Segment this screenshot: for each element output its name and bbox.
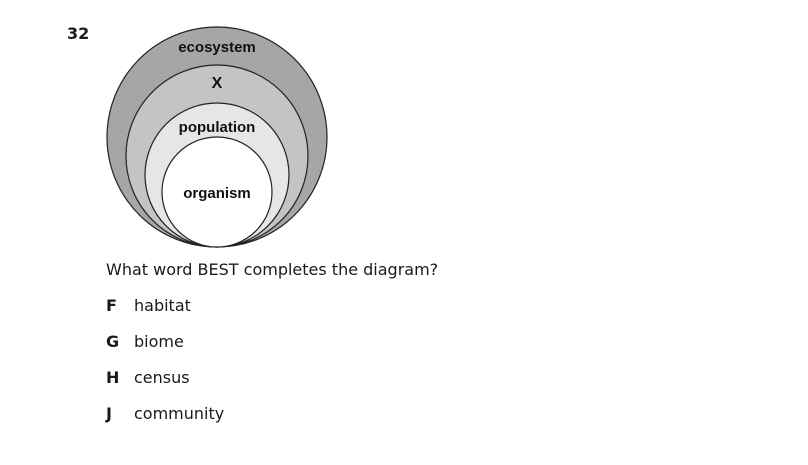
x-label: X xyxy=(212,75,223,92)
organism-label: organism xyxy=(183,185,251,202)
choice-text: biome xyxy=(134,332,184,351)
choice-letter: J xyxy=(106,404,112,423)
choice-j[interactable]: J community xyxy=(106,404,224,423)
organism-circle xyxy=(161,136,273,248)
population-label: population xyxy=(179,119,256,136)
question-stem: What word BEST completes the diagram? xyxy=(106,260,439,279)
choice-g[interactable]: G biome xyxy=(106,332,184,351)
ecosystem-label: ecosystem xyxy=(178,39,256,56)
choice-text: habitat xyxy=(134,296,191,315)
choice-letter: H xyxy=(106,368,120,387)
choice-text: census xyxy=(134,368,190,387)
question-number: 32 xyxy=(67,24,90,43)
choice-h[interactable]: H census xyxy=(106,368,190,387)
choice-f[interactable]: F habitat xyxy=(106,296,191,315)
choice-letter: G xyxy=(106,332,120,351)
choice-letter: F xyxy=(106,296,117,315)
choice-text: community xyxy=(134,404,225,423)
